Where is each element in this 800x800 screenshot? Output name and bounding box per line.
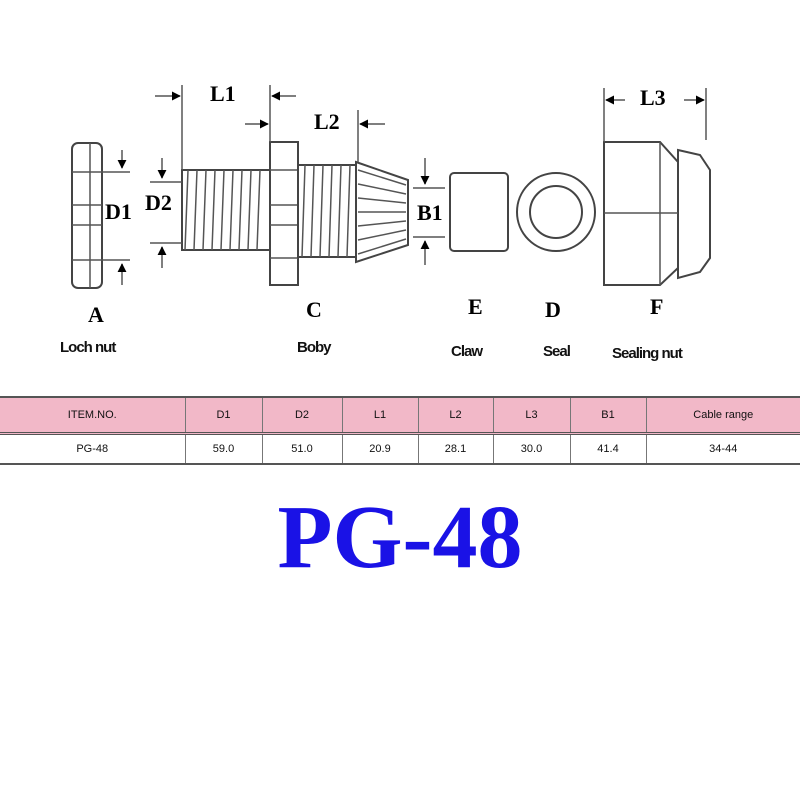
part-name-seal: Seal (543, 343, 571, 360)
dim-label-d2: D2 (145, 190, 172, 215)
table-row: PG-48 59.0 51.0 20.9 28.1 30.0 41.4 34-4… (0, 433, 800, 465)
thread-line (301, 164, 306, 258)
thread-line (310, 164, 315, 258)
spec-table: ITEM.NO. D1 D2 L1 L2 L3 B1 Cable range P… (0, 396, 800, 465)
dim-label-l1: L1 (210, 81, 236, 106)
thread-line (256, 169, 261, 251)
claw-line (357, 197, 407, 204)
spec-table-header: ITEM.NO. D1 D2 L1 L2 L3 B1 Cable range (0, 396, 800, 435)
part-name-sealing-nut: Sealing nut (612, 345, 683, 362)
thread-line (319, 164, 324, 258)
thread-line (346, 164, 351, 258)
cell-cable-range: 34-44 (645, 433, 800, 465)
part-letter-a: A (88, 302, 104, 327)
sealing-nut-part (603, 88, 711, 286)
header-cable-range: Cable range (645, 396, 800, 435)
header-l2: L2 (417, 396, 493, 435)
cell-d1: 59.0 (184, 433, 262, 465)
part-letter-d: D (545, 297, 561, 322)
lock-nut-part (71, 142, 130, 289)
cell-l2: 28.1 (417, 433, 493, 465)
seal-part (516, 172, 596, 252)
cell-d2: 51.0 (261, 433, 342, 465)
part-name-body: Boby (297, 339, 332, 356)
dim-label-d1: D1 (105, 199, 132, 224)
part-letter-e: E (468, 294, 483, 319)
part-name-claw: Claw (451, 343, 483, 360)
body-part (150, 85, 445, 286)
thread-line (337, 164, 342, 258)
claw-line (357, 229, 407, 241)
dim-label-l3: L3 (640, 85, 666, 110)
header-d1: D1 (184, 396, 262, 435)
cable-gland-exploded-diagram: L1 L2 L3 D1 D2 B1 A Loch nut C Boby E Cl… (60, 81, 711, 362)
thread-line (238, 169, 243, 251)
claw-line (357, 169, 407, 186)
thread-line (202, 169, 207, 251)
thread-line (247, 169, 252, 251)
thread-line (220, 169, 225, 251)
dim-label-b1: B1 (417, 200, 443, 225)
part-letter-f: F (650, 294, 663, 319)
product-title: PG-48 (277, 488, 523, 587)
part-name-lock-nut: Loch nut (60, 339, 116, 356)
claw-line (357, 238, 407, 255)
thread-line (184, 169, 189, 251)
dim-label-l2: L2 (314, 109, 340, 134)
cell-l3: 30.0 (492, 433, 570, 465)
header-l3: L3 (492, 396, 570, 435)
thread-line (229, 169, 234, 251)
claw-line (357, 220, 407, 227)
thread-line (211, 169, 216, 251)
header-b1: B1 (569, 396, 646, 435)
thread-line (193, 169, 198, 251)
header-item-no: ITEM.NO. (0, 396, 185, 435)
thread-line (328, 164, 333, 258)
header-l1: L1 (341, 396, 418, 435)
claw-part (449, 172, 509, 252)
claw-line (357, 183, 407, 195)
cell-l1: 20.9 (341, 433, 418, 465)
cell-item-no: PG-48 (0, 433, 185, 465)
cell-b1: 41.4 (569, 433, 646, 465)
part-letter-c: C (306, 297, 322, 322)
header-d2: D2 (261, 396, 342, 435)
